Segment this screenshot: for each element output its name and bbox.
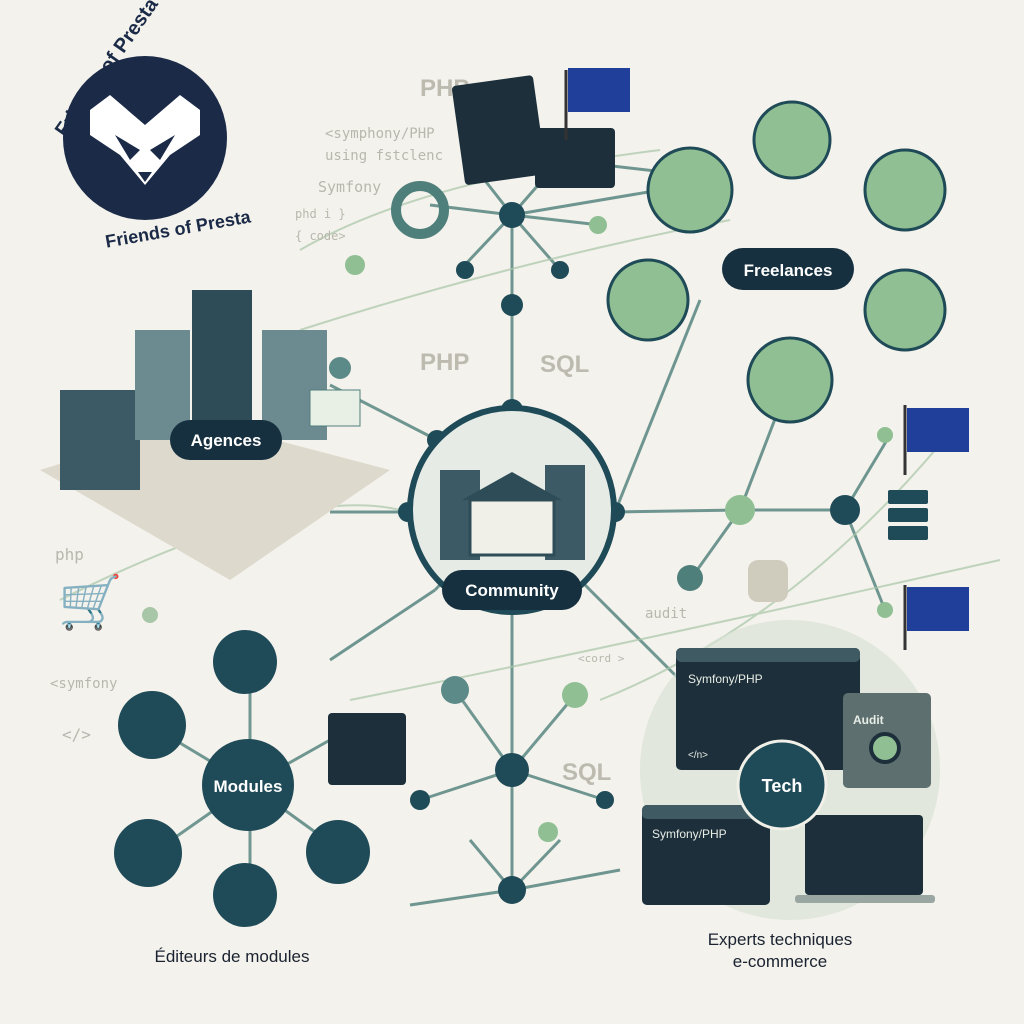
tech-window-1-title: Symfony/PHP bbox=[688, 672, 763, 686]
tech-window-2: Symfony/PHP bbox=[642, 805, 770, 905]
friends-of-presta-logo: Friends of Presta Friends of Presta bbox=[51, 0, 253, 252]
bg-symfony-left: <symfony bbox=[50, 676, 117, 692]
network-links bbox=[149, 154, 892, 907]
freelances-label: Freelances bbox=[744, 261, 833, 280]
bg-code-line3: phd i } bbox=[295, 207, 346, 221]
freelancer-avatars bbox=[606, 100, 947, 424]
tech-node[interactable] bbox=[736, 739, 828, 831]
refresh-arrows-icon bbox=[391, 181, 449, 239]
freelances-node[interactable] bbox=[722, 248, 854, 290]
tech-label: Tech bbox=[762, 776, 803, 796]
eu-flag-icon bbox=[903, 585, 969, 650]
bg-code-line4: { code> bbox=[295, 229, 346, 243]
bg-sql-center: SQL bbox=[540, 351, 589, 378]
shopping-cart-icon: 🛒 bbox=[58, 572, 123, 632]
bg-php-center: PHP bbox=[420, 349, 469, 376]
bg-cord: <cord > bbox=[578, 652, 625, 665]
tech-window-1: Symfony/PHP </n> bbox=[676, 648, 860, 770]
bg-code-line2: using fstclenc bbox=[325, 148, 443, 164]
community-label: Community bbox=[465, 581, 559, 600]
eu-flag-icon bbox=[903, 405, 969, 475]
editeurs-caption: Éditeurs de modules bbox=[155, 947, 310, 966]
bg-sql-bottom: SQL bbox=[562, 759, 611, 786]
tech-window-1-close: </n> bbox=[688, 750, 708, 761]
community-buildings-icon bbox=[440, 465, 585, 560]
modules-label: Modules bbox=[214, 777, 283, 796]
server-icon bbox=[888, 490, 928, 540]
agences-node[interactable] bbox=[170, 420, 282, 460]
database-icon bbox=[748, 560, 788, 602]
magnifier-icon bbox=[869, 732, 901, 764]
tech-window-2-title: Symfony/PHP bbox=[652, 827, 727, 841]
agences-label: Agences bbox=[191, 431, 262, 450]
code-window-top bbox=[451, 75, 615, 188]
audit-window: Audit bbox=[843, 693, 931, 788]
bg-php-left: php bbox=[55, 545, 84, 564]
experts-caption-line1: Experts techniques bbox=[708, 930, 853, 949]
community-node[interactable] bbox=[442, 570, 582, 610]
module-nodes bbox=[114, 630, 406, 927]
bg-audit: audit bbox=[645, 606, 687, 622]
modules-node[interactable] bbox=[202, 739, 294, 831]
audit-window-title: Audit bbox=[853, 713, 884, 727]
agences-buildings bbox=[40, 290, 390, 580]
laptop-icon bbox=[795, 815, 935, 903]
bg-tag-left: </> bbox=[62, 725, 91, 744]
experts-caption-line2: e-commerce bbox=[733, 952, 827, 971]
eu-flag-icon bbox=[564, 68, 630, 140]
bg-symfony: Symfony bbox=[318, 178, 381, 196]
bg-code-line1: <symphony/PHP bbox=[325, 126, 435, 142]
